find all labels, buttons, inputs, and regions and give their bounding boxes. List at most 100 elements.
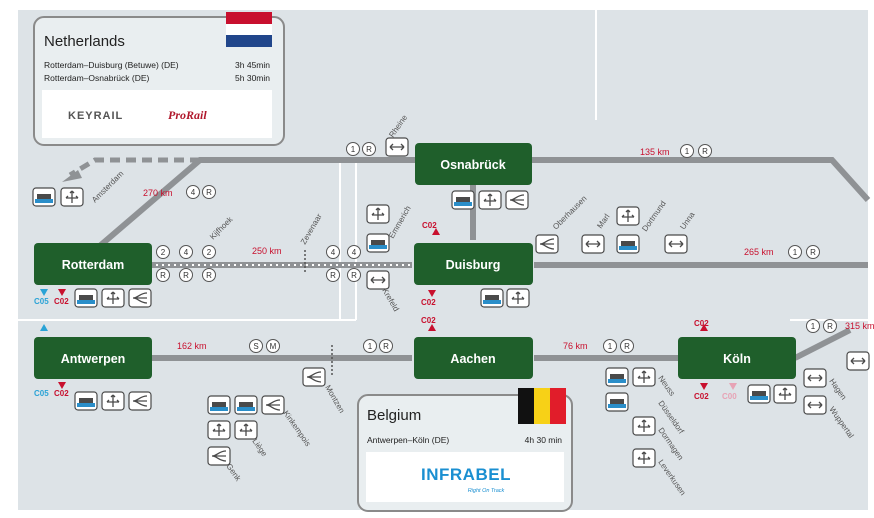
co0-label: C00 xyxy=(722,392,737,401)
co5-arrow-icon xyxy=(40,289,48,296)
be-route-1: Antwerpen–Köln (DE) xyxy=(367,435,449,445)
svg-text:4: 4 xyxy=(191,188,196,197)
ship-terminal-icon xyxy=(616,234,640,254)
svg-text:R: R xyxy=(206,271,212,280)
svg-text:R: R xyxy=(810,248,816,257)
svg-text:R: R xyxy=(624,342,630,351)
crossdock-terminal-icon xyxy=(773,384,797,404)
badge-1: 1 xyxy=(680,144,694,158)
co2-label: C02 xyxy=(54,297,69,306)
node-label-duisburg: Duisburg xyxy=(446,258,501,272)
node-rotterdam[interactable]: Rotterdam xyxy=(34,243,152,285)
co2-label: C02 xyxy=(422,221,437,230)
badge-r: R xyxy=(202,185,216,199)
infrabel-logo: INFRABEL xyxy=(421,465,511,484)
distance-135: 135 km xyxy=(640,147,670,157)
badge-r: R xyxy=(823,319,837,333)
badge-r: R xyxy=(156,268,170,282)
crossdock-terminal-icon xyxy=(366,204,390,224)
svg-text:1: 1 xyxy=(351,145,356,154)
border-lines xyxy=(18,10,868,321)
node-antwerpen[interactable]: Antwerpen xyxy=(34,337,152,379)
distance-265: 265 km xyxy=(744,247,774,257)
badge-r: R xyxy=(326,268,340,282)
be-time-1: 4h 30 min xyxy=(525,435,563,445)
ship-terminal-icon xyxy=(480,288,504,308)
nl-logo-box xyxy=(42,90,272,138)
ship-terminal-icon xyxy=(605,367,629,387)
crossdock-terminal-icon xyxy=(632,367,656,387)
infrabel-tagline: Right On Track xyxy=(468,488,505,494)
badge-4: 4 xyxy=(326,245,340,259)
nl-route-1: Rotterdam–Duisburg (Betuwe) (DE) xyxy=(44,60,179,70)
ship-terminal-icon xyxy=(747,384,771,404)
distance-270: 270 km xyxy=(143,188,173,198)
crossdock-terminal-icon xyxy=(478,190,502,210)
svg-text:4: 4 xyxy=(184,248,189,257)
node-koeln[interactable]: Köln xyxy=(678,337,796,379)
transfer-terminal-icon xyxy=(803,395,827,415)
transfer-terminal-icon xyxy=(846,351,870,371)
badge-r: R xyxy=(179,268,193,282)
prorail-logo: ProRail xyxy=(168,108,207,122)
svg-text:1: 1 xyxy=(368,342,373,351)
ship-terminal-icon xyxy=(32,187,56,207)
emission-markers: C02 C02 C02 C05 C02 C05 C02 C02 C02 C00 xyxy=(34,221,737,401)
distance-162: 162 km xyxy=(177,341,207,351)
badge-2: 2 xyxy=(156,245,170,259)
crossdock-terminal-icon xyxy=(616,206,640,226)
co2-arrow-icon xyxy=(700,383,708,390)
node-aachen[interactable]: Aachen xyxy=(414,337,533,379)
border-ticks xyxy=(304,250,333,375)
belgium-title: Belgium xyxy=(367,407,421,424)
crossdock-terminal-icon xyxy=(207,420,231,440)
co2-label: C02 xyxy=(421,298,436,307)
co5-label: C05 xyxy=(34,297,49,306)
ship-terminal-icon xyxy=(74,391,98,411)
transfer-terminal-icon xyxy=(385,137,409,157)
co2-label: C02 xyxy=(54,389,69,398)
svg-text:2: 2 xyxy=(207,248,212,257)
amsterdam-arrow-icon xyxy=(62,170,82,182)
node-label-koeln: Köln xyxy=(723,352,751,366)
co2-label: C02 xyxy=(694,392,709,401)
badge-4: 4 xyxy=(186,185,200,199)
nl-time-2: 5h 30min xyxy=(235,73,270,83)
crossdock-terminal-icon xyxy=(60,187,84,207)
transfer-terminal-icon xyxy=(581,234,605,254)
keyrail-logo: KEYRAIL xyxy=(68,110,123,122)
svg-text:R: R xyxy=(366,145,372,154)
transfer-terminal-icon xyxy=(803,368,827,388)
netherlands-title: Netherlands xyxy=(44,33,125,50)
node-duisburg[interactable]: Duisburg xyxy=(414,243,533,285)
co0-arrow-icon xyxy=(729,383,737,390)
ship-terminal-icon xyxy=(234,395,258,415)
svg-text:R: R xyxy=(183,271,189,280)
junction-terminal-icon xyxy=(261,395,285,415)
badge-r: R xyxy=(620,339,634,353)
co2-arrow-icon xyxy=(58,289,66,296)
svg-text:R: R xyxy=(351,271,357,280)
svg-text:4: 4 xyxy=(352,248,357,257)
node-osnabrueck[interactable]: Osnabrück xyxy=(415,143,532,185)
badge-1: 1 xyxy=(363,339,377,353)
ship-terminal-icon xyxy=(451,190,475,210)
junction-terminal-icon xyxy=(302,367,326,387)
junction-terminal-icon xyxy=(207,446,231,466)
crossdock-terminal-icon xyxy=(632,448,656,468)
badge-r: R xyxy=(347,268,361,282)
node-label-aachen: Aachen xyxy=(450,352,495,366)
svg-text:R: R xyxy=(160,271,166,280)
co2-arrow-icon xyxy=(432,228,440,235)
co2-label: C02 xyxy=(421,316,436,325)
svg-text:M: M xyxy=(270,342,277,351)
badge-m: M xyxy=(266,339,280,353)
badge-4: 4 xyxy=(179,245,193,259)
ship-terminal-icon xyxy=(605,392,629,412)
badge-1: 1 xyxy=(788,245,802,259)
badge-4: 4 xyxy=(347,245,361,259)
node-label-rotterdam: Rotterdam xyxy=(62,258,125,272)
ship-terminal-icon xyxy=(74,288,98,308)
badge-r: R xyxy=(379,339,393,353)
svg-text:2: 2 xyxy=(161,248,166,257)
